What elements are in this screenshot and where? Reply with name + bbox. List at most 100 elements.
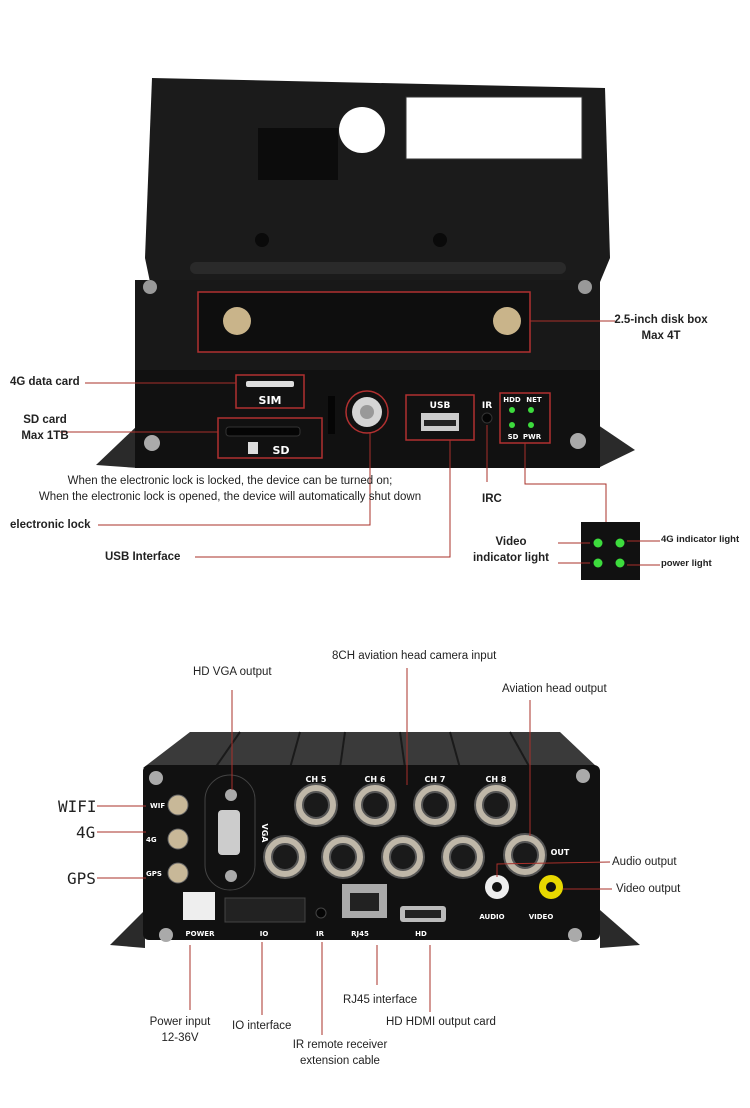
sim-slot-box <box>235 374 305 409</box>
io-interface-label: IO interface <box>232 1020 292 1032</box>
sim-slot[interactable] <box>246 381 294 387</box>
wifi-marking: WIF <box>150 802 165 810</box>
usb-marking: USB <box>430 401 451 411</box>
disk-box[interactable] <box>197 291 531 353</box>
lock-note-line-1: When the electronic lock is locked, the … <box>67 475 393 487</box>
rj45-marking: RJ45 <box>351 930 369 938</box>
led-power <box>615 558 625 568</box>
led-video <box>593 538 603 548</box>
video-indicator-label: Video indicator light <box>465 535 557 566</box>
lid-cutout <box>258 128 338 180</box>
screw <box>570 433 586 449</box>
power-voltage: 12-36V <box>161 1031 199 1044</box>
disk-box-screw <box>493 307 521 335</box>
screw <box>144 435 160 451</box>
ch5-marking: CH 5 <box>306 775 327 784</box>
connector-pins <box>449 843 477 871</box>
connector-pins <box>302 791 330 819</box>
lid-window <box>405 96 583 160</box>
disk-box-screw <box>223 307 251 335</box>
screw <box>578 280 592 294</box>
bottom-leader-lines <box>97 668 612 1035</box>
electronic-lock-ring <box>345 390 389 434</box>
power-marking: POWER <box>186 930 216 938</box>
ch8-marking: CH 8 <box>486 775 507 784</box>
heat-sink <box>143 732 598 768</box>
gps-marking: GPS <box>146 870 162 878</box>
4g-indicator-label: 4G indicator light <box>661 534 740 545</box>
sd-card-text: SD card <box>23 414 67 426</box>
video-marking: VIDEO <box>529 913 554 921</box>
hdmi-output-label: HD HDMI output card <box>386 1016 496 1028</box>
power-light-label: power light <box>661 558 712 569</box>
pwr-marking: PWR <box>523 433 542 441</box>
gps-antenna-port[interactable] <box>167 862 189 884</box>
sd-slot-box <box>217 417 323 459</box>
ir-marking-rear: IR <box>316 930 325 938</box>
vga-surround <box>204 774 256 891</box>
led-video-2 <box>593 558 603 568</box>
disk-box-text: 2.5-inch disk box <box>614 314 708 326</box>
ir-receiver-line-2: extension cable <box>300 1054 380 1067</box>
connector-pins <box>511 841 539 869</box>
rear-device: WIF 4G GPS VGA CH 5 CH 6 CH 7 CH 8 OUT P… <box>110 731 640 948</box>
io-port[interactable] <box>224 897 306 923</box>
out-marking: OUT <box>551 848 570 857</box>
aviation-output-label: Aviation head output <box>502 683 607 695</box>
mount-ear-right <box>598 425 635 468</box>
connector-pins <box>421 791 449 819</box>
hd-marking: HD <box>415 930 427 938</box>
sd-icon <box>248 442 258 454</box>
sim-marking: SIM <box>259 394 282 407</box>
electronic-lock-label: electronic lock <box>10 519 91 531</box>
connector-pins <box>329 843 357 871</box>
wifi-antenna-port[interactable] <box>167 794 189 816</box>
lid-hole <box>339 107 385 153</box>
sd-slot[interactable] <box>225 426 301 437</box>
video-indicator-line-1: Video <box>495 536 527 548</box>
irc-label: IRC <box>482 493 502 505</box>
audio-output-label: Audio output <box>612 856 677 868</box>
ir-marking: IR <box>482 401 492 411</box>
power-input-text: Power input <box>149 1016 211 1028</box>
ir-receiver-line-1: IR remote receiver <box>292 1039 388 1051</box>
connector-pins <box>389 843 417 871</box>
sd-led-marking: SD <box>508 433 519 441</box>
data-card-label: 4G data card <box>10 376 80 388</box>
connector-pins <box>482 791 510 819</box>
usb-interface-label: USB Interface <box>105 551 181 563</box>
camera-input-label: 8CH aviation head camera input <box>332 650 497 662</box>
vga-marking: VGA <box>260 824 269 844</box>
4g-antenna-port[interactable] <box>167 828 189 850</box>
4g-label: 4G <box>76 823 96 842</box>
ch7-marking: CH 7 <box>425 775 446 784</box>
sd-marking: SD <box>272 444 289 457</box>
led-4g <box>615 538 625 548</box>
led-inset <box>581 522 640 580</box>
power-port[interactable] <box>183 892 215 920</box>
ir-sensor <box>481 412 493 424</box>
ch6-marking: CH 6 <box>365 775 386 784</box>
front-device: SIM SD USB IR HDD NET SD PWR <box>96 78 635 468</box>
net-marking: NET <box>526 396 542 404</box>
sd-card-capacity: Max 1TB <box>21 429 69 442</box>
vga-port[interactable] <box>218 810 240 855</box>
connector-pins <box>361 791 389 819</box>
hdd-marking: HDD <box>503 396 521 404</box>
usb-box <box>405 394 475 441</box>
ir-port[interactable] <box>315 907 327 919</box>
vga-output-label: HD VGA output <box>193 666 272 678</box>
lock-note: When the electronic lock is locked, the … <box>0 474 460 505</box>
screw <box>143 280 157 294</box>
wifi-label: WIFI <box>58 797 97 816</box>
lock-note-line-2: When the electronic lock is opened, the … <box>38 490 422 503</box>
video-indicator-line-2: indicator light <box>472 551 550 564</box>
mount-ear-left <box>96 425 138 468</box>
rj45-interface-label: RJ45 interface <box>343 994 418 1006</box>
ir-receiver-label: IR remote receiver extension cable <box>275 1038 405 1069</box>
gps-label: GPS <box>67 869 96 888</box>
